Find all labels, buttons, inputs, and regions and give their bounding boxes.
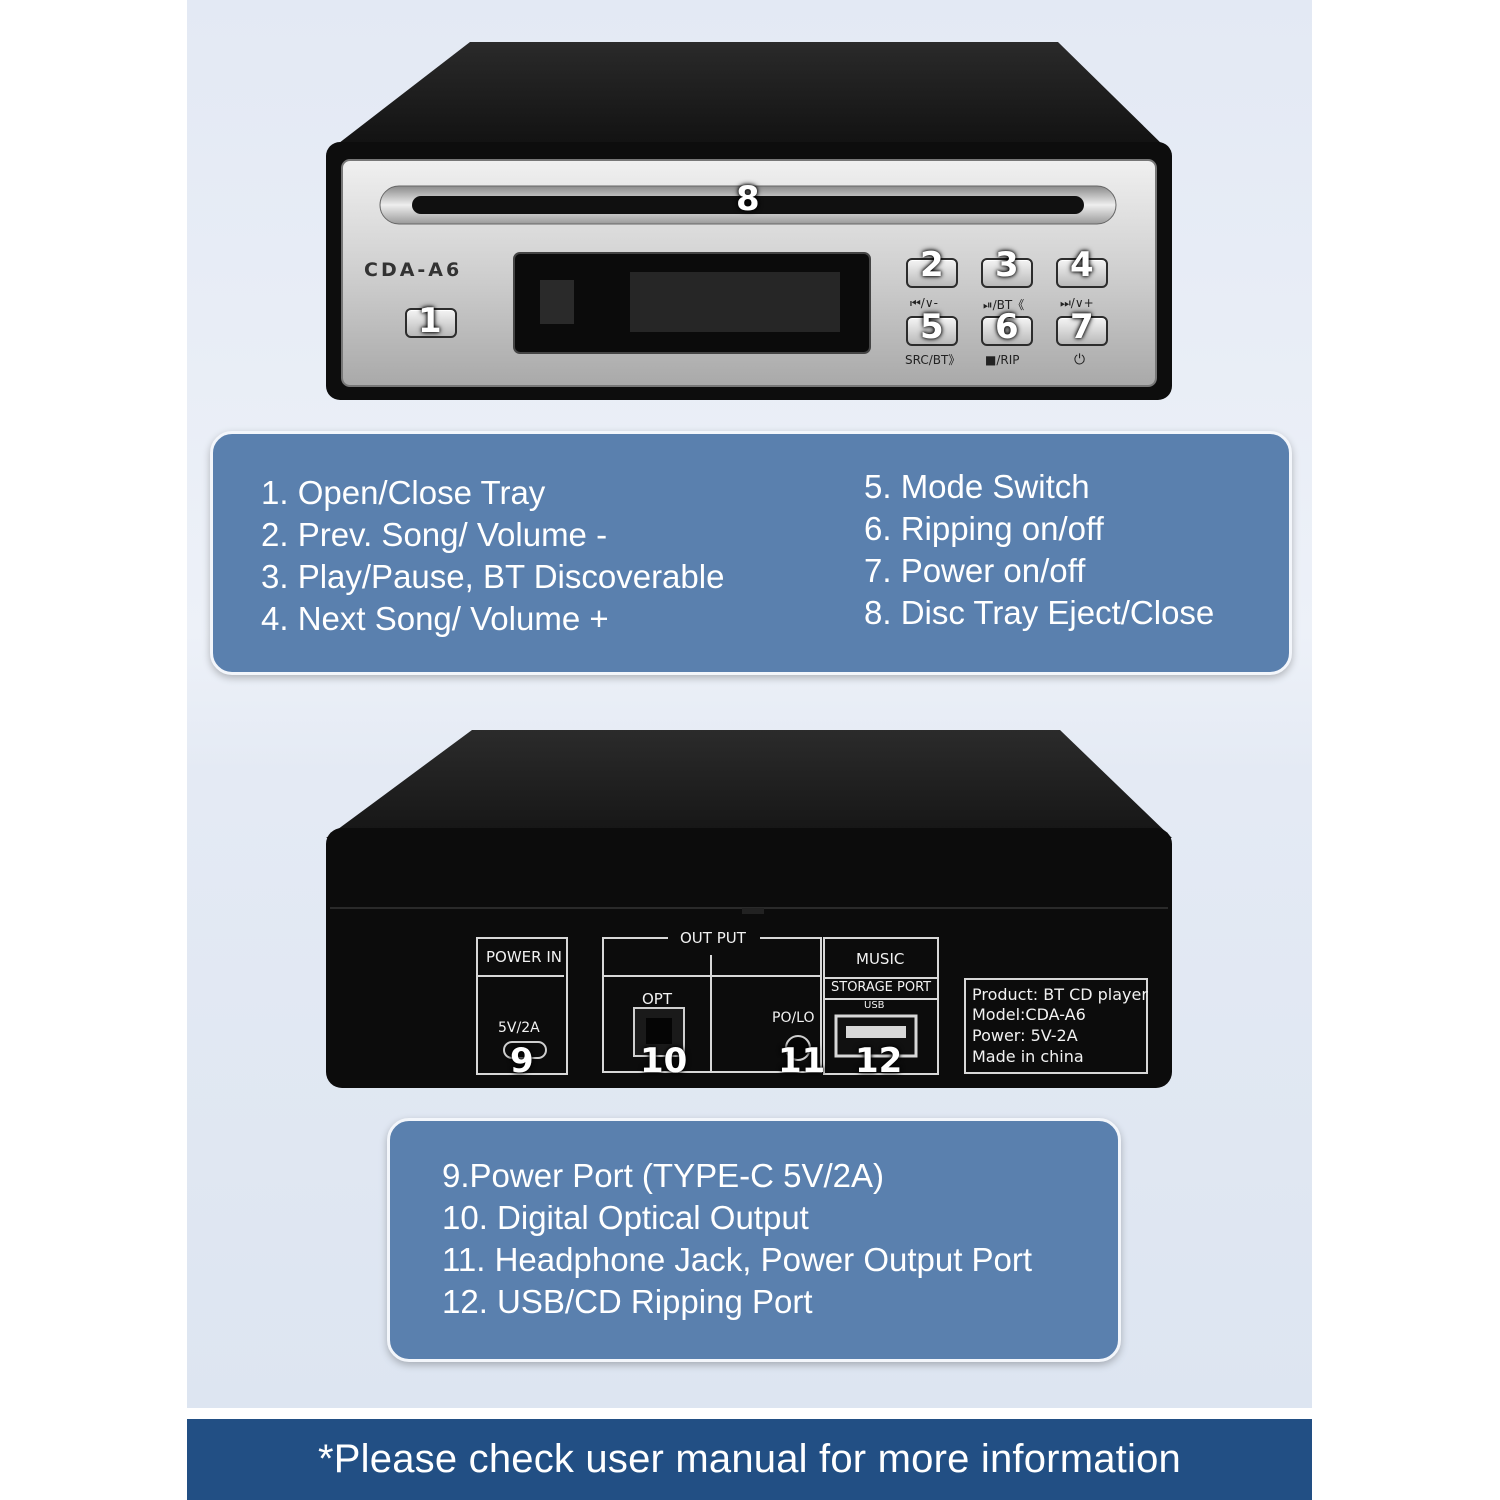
callout-12: 12: [855, 1041, 903, 1081]
power-in-frame: [476, 937, 568, 1075]
front-info-item-4: 4. Next Song/ Volume +: [261, 600, 609, 637]
back-info-item-10: 10. Digital Optical Output: [442, 1199, 809, 1236]
back-info-item-9: 9.Power Port (TYPE-C 5V/2A): [442, 1157, 884, 1194]
rip-button[interactable]: [981, 316, 1033, 346]
power-spec-label: 5V/2A: [498, 1020, 540, 1036]
back-unit-body: [326, 730, 1172, 1088]
callout-4: 4: [1070, 245, 1094, 285]
callout-1: 1: [418, 301, 442, 341]
music-divider-2: [823, 998, 937, 1000]
src-button-label: SRC/BT》: [905, 353, 961, 367]
callout-2: 2: [920, 245, 944, 285]
rip-button-label: ■/RIP: [985, 353, 1020, 367]
product-line-3: Power: 5V-2A: [972, 1026, 1078, 1045]
output-label: OUT PUT: [680, 929, 746, 947]
opt-label: OPT: [642, 990, 673, 1008]
front-info-box: 1. Open/Close Tray 2. Prev. Song/ Volume…: [210, 431, 1292, 675]
storage-port-label: STORAGE PORT: [831, 980, 932, 995]
music-label: MUSIC: [856, 950, 905, 968]
callout-9: 9: [510, 1041, 534, 1081]
front-info-item-6: 6. Ripping on/off: [864, 510, 1104, 547]
callout-6: 6: [995, 307, 1019, 347]
power-in-header: [476, 937, 564, 977]
play-button-label: ⏯/BT《: [983, 298, 1025, 312]
play-pause-button[interactable]: [981, 258, 1033, 288]
back-info-item-11: 11. Headphone Jack, Power Output Port: [442, 1241, 1033, 1278]
power-button[interactable]: [1056, 316, 1108, 346]
callout-5: 5: [920, 307, 944, 347]
output-top-right-line: [760, 937, 820, 939]
power-in-label: POWER IN: [486, 948, 562, 966]
front-info-item-7: 7. Power on/off: [864, 552, 1086, 589]
front-info-item-3: 3. Play/Pause, BT Discoverable: [261, 558, 725, 595]
front-info-item-5: 5. Mode Switch: [864, 468, 1090, 505]
next-volume-up-button[interactable]: [1056, 258, 1108, 288]
product-line-1: Product: BT CD player: [972, 985, 1148, 1004]
footer-banner: *Please check user manual for more infor…: [187, 1419, 1312, 1500]
product-label-box: [964, 978, 1148, 1074]
music-frame: [823, 937, 939, 1075]
cd-player-front: CDA-A6 ⏮/∨- ⏯/BT《 ⏭/∨+ SRC/BT》 ■/RIP ⏻ 1…: [0, 0, 1500, 420]
callout-8: 8: [736, 179, 760, 219]
back-info-item-12: 12. USB/CD Ripping Port: [442, 1283, 813, 1320]
product-line-4: Made in china: [972, 1047, 1084, 1066]
callout-10: 10: [640, 1041, 688, 1081]
usb-label: USB: [864, 1000, 885, 1011]
callout-11: 11: [778, 1041, 826, 1081]
callout-7: 7: [1070, 307, 1094, 347]
cd-player-back: POWER IN 5V/2A OUT PUT OPT PO/LO MUSIC S…: [0, 720, 1500, 1100]
product-line-2: Model:CDA-A6: [972, 1005, 1086, 1024]
output-frame: [602, 937, 822, 1073]
callout-3: 3: [995, 245, 1019, 285]
next-button-label: ⏭/∨+: [1060, 296, 1094, 310]
power-icon: ⏻: [1074, 352, 1086, 368]
front-info-item-2: 2. Prev. Song/ Volume -: [261, 516, 608, 553]
mode-switch-button[interactable]: [906, 316, 958, 346]
open-close-button[interactable]: [405, 308, 457, 338]
model-label: CDA-A6: [364, 259, 463, 281]
music-divider-1: [823, 977, 937, 979]
footer-note: *Please check user manual for more infor…: [318, 1437, 1181, 1481]
front-info-item-1: 1. Open/Close Tray: [261, 474, 546, 511]
prev-button-label: ⏮/∨-: [910, 296, 938, 310]
prev-volume-down-button[interactable]: [906, 258, 958, 288]
polo-label: PO/LO: [772, 1010, 815, 1026]
front-info-item-8: 8. Disc Tray Eject/Close: [864, 594, 1215, 631]
front-unit-top: [326, 42, 1172, 400]
back-info-box: 9.Power Port (TYPE-C 5V/2A) 10. Digital …: [387, 1118, 1121, 1362]
output-top-left-line: [602, 937, 668, 939]
output-center-line: [710, 955, 712, 1073]
